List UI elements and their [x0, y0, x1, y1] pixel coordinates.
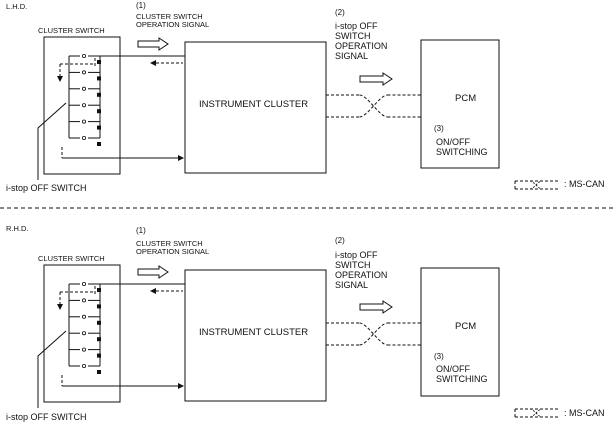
switch-node: [82, 363, 87, 368]
rhd-step2-line: OPERATION: [335, 270, 388, 281]
lhd-step3-line: ON/OFF: [436, 137, 470, 147]
lhd-step1-number: (1): [136, 1, 146, 10]
lhd-istop-switch-leader: [37, 102, 67, 180]
lhd-instrument-cluster-label: INSTRUMENT CLUSTER: [199, 99, 309, 110]
switch-node: [82, 70, 87, 75]
rhd-pcm-label: PCM: [455, 321, 477, 332]
rhd-legend-symbol: [514, 408, 560, 418]
lhd-step3-number: (3): [434, 124, 444, 133]
rhd-step3-number: (3): [434, 352, 444, 361]
switch-node: [82, 86, 87, 91]
can-twist: [359, 322, 388, 346]
switch-node: [82, 281, 87, 286]
switch-element: [97, 288, 101, 292]
switch-element: [97, 337, 101, 342]
switch-element: [97, 109, 101, 114]
lhd-step1-text: CLUSTER SWITCH OPERATION SIGNAL: [136, 12, 210, 30]
rhd-pcm-box: [420, 267, 500, 397]
right-arrow-icon: [178, 155, 184, 161]
rhd-step2-line: i-stop OFF: [335, 250, 378, 260]
lhd-legend-symbol: [514, 180, 560, 190]
lhd-step1-block-arrow: [137, 37, 169, 51]
switch-element: [97, 353, 101, 358]
rhd-step2-block-arrow: [359, 300, 393, 314]
rhd-step1-text: CLUSTER SWITCH OPERATION SIGNAL: [136, 239, 210, 257]
rhd-diagram: [37, 264, 560, 418]
lhd-step2-block-arrow: [359, 72, 393, 86]
switch-node: [82, 135, 87, 140]
rhd-cluster-switch-label: CLUSTER SWITCH: [38, 254, 105, 263]
rhd-legend-label: : MS-CAN: [564, 408, 605, 418]
lhd-step1-line: CLUSTER SWITCH: [136, 12, 203, 21]
lhd-step2-line: i-stop OFF: [335, 21, 378, 31]
rhd-section-label: R.H.D.: [6, 224, 29, 233]
lhd-step2-line: OPERATION: [335, 41, 388, 52]
switch-element: [97, 142, 101, 146]
rhd-step3-line: SWITCHING: [436, 374, 488, 385]
switch-element: [97, 370, 101, 374]
rhd-step1-block-arrow: [137, 265, 169, 279]
switch-element: [97, 304, 101, 309]
rhd-cluster-switch-box: [43, 264, 121, 403]
legend-twist: [529, 408, 543, 418]
switch-node: [82, 331, 87, 336]
down-arrow-icon: [57, 76, 63, 82]
rhd-istop-switch-label: i-stop OFF SWITCH: [6, 412, 87, 422]
can-twist: [359, 94, 388, 118]
switch-node: [82, 298, 87, 303]
down-arrow-icon: [57, 304, 63, 310]
lhd-diagram: [37, 36, 560, 190]
switch-node: [82, 54, 87, 59]
rhd-step1-number: (1): [136, 226, 146, 235]
lhd-instrument-cluster-box: [184, 41, 327, 174]
rhd-instrument-cluster-label: INSTRUMENT CLUSTER: [199, 327, 309, 338]
right-arrow-icon: [178, 383, 184, 389]
rhd-step2-line: SWITCH: [335, 260, 371, 271]
switch-node: [82, 119, 87, 124]
lhd-step2-line: SIGNAL: [335, 51, 369, 62]
lhd-pcm-box: [420, 39, 500, 169]
lhd-step1-line: OPERATION SIGNAL: [136, 20, 210, 30]
lhd-cluster-switch-label: CLUSTER SWITCH: [38, 26, 105, 35]
left-arrow-icon: [150, 60, 156, 66]
switch-element: [97, 76, 101, 81]
lhd-pcm-label: PCM: [455, 93, 477, 104]
switch-element: [97, 320, 101, 325]
rhd-step2-text: i-stop OFF SWITCH OPERATION SIGNAL: [335, 250, 387, 290]
rhd-switch-ladder: [57, 281, 101, 387]
legend-twist: [529, 180, 543, 190]
switch-element: [97, 92, 101, 97]
switch-node: [82, 314, 87, 319]
lhd-ms-can-bus: [326, 94, 421, 118]
rhd-ms-can-bus: [326, 322, 421, 346]
rhd-step2-line: SIGNAL: [335, 280, 369, 291]
rhd-step1-line: OPERATION SIGNAL: [136, 247, 210, 257]
switch-element: [97, 60, 101, 64]
lhd-switch-ladder: [57, 54, 101, 159]
rhd-step3-line: ON/OFF: [436, 364, 470, 374]
lhd-step3-text: ON/OFF SWITCHING: [436, 137, 488, 157]
rhd-instrument-cluster-box: [184, 269, 327, 402]
switch-node: [82, 347, 87, 352]
switch-element: [97, 125, 101, 130]
rhd-step1-line: CLUSTER SWITCH: [136, 239, 203, 248]
lhd-istop-switch-label: i-stop OFF SWITCH: [6, 183, 87, 193]
lhd-step2-text: i-stop OFF SWITCH OPERATION SIGNAL: [335, 21, 387, 61]
rhd-istop-switch-leader: [37, 330, 67, 408]
lhd-step2-line: SWITCH: [335, 31, 371, 42]
lhd-step3-line: SWITCHING: [436, 147, 488, 158]
can-twist: [359, 322, 388, 346]
switch-node: [82, 103, 87, 108]
rhd-step2-number: (2): [335, 236, 345, 245]
lhd-cluster-switch-box: [43, 36, 121, 175]
lhd-step2-number: (2): [335, 8, 345, 17]
left-arrow-icon: [150, 288, 156, 294]
lhd-section-label: L.H.D.: [6, 2, 28, 11]
rhd-step3-text: ON/OFF SWITCHING: [436, 364, 488, 384]
can-twist: [359, 94, 388, 118]
lhd-legend-label: : MS-CAN: [564, 179, 605, 189]
